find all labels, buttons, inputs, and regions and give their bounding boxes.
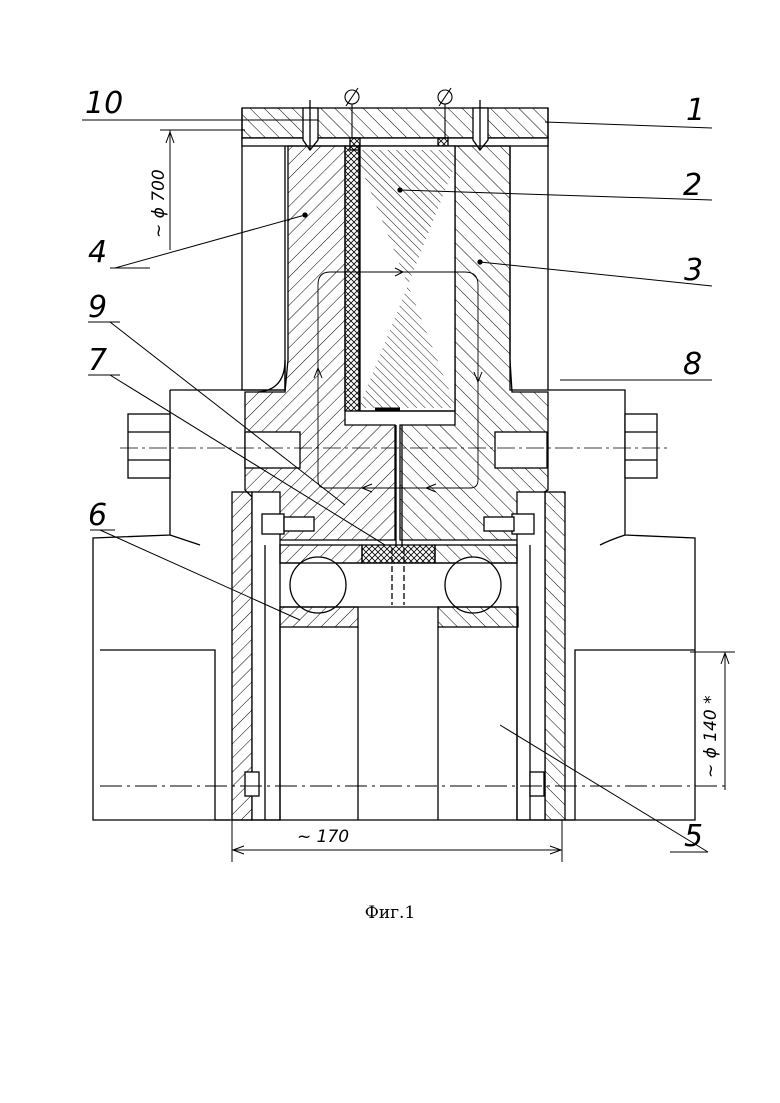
part-label-8: 8 (683, 347, 702, 382)
left-flange-lower (100, 535, 215, 820)
part-label-7: 7 (88, 343, 107, 378)
figure-caption: Фиг.1 (0, 903, 780, 923)
ball-left (290, 557, 346, 613)
ball-right (445, 557, 501, 613)
insulating-insert (362, 545, 435, 563)
part-label-5: 5 (684, 819, 703, 854)
part-label-9: 9 (88, 290, 107, 325)
top-cover (242, 108, 548, 138)
dimension-width: ~ 170 (297, 827, 349, 847)
part-label-1: 1 (686, 93, 705, 128)
right-sleeve (545, 492, 565, 820)
part-label-2: 2 (683, 168, 702, 203)
right-flange-outline (548, 390, 695, 820)
coil-insulation-left (345, 146, 359, 411)
bearing-inner-right (438, 607, 518, 627)
coil-insulation-top (350, 138, 360, 150)
dimension-outer-diameter: ~ ϕ 700 (149, 169, 169, 238)
left-sleeve (232, 492, 252, 820)
drawing-geometry (82, 88, 735, 862)
right-flange-lower (575, 535, 695, 820)
bearing-inner-left (280, 607, 358, 627)
part-label-10: 10 (85, 86, 123, 121)
part-label-4: 4 (88, 235, 107, 270)
dimension-shaft-diameter: ~ ϕ 140 * (701, 695, 721, 778)
part-label-6: 6 (88, 498, 107, 533)
part-label-3: 3 (684, 253, 703, 288)
